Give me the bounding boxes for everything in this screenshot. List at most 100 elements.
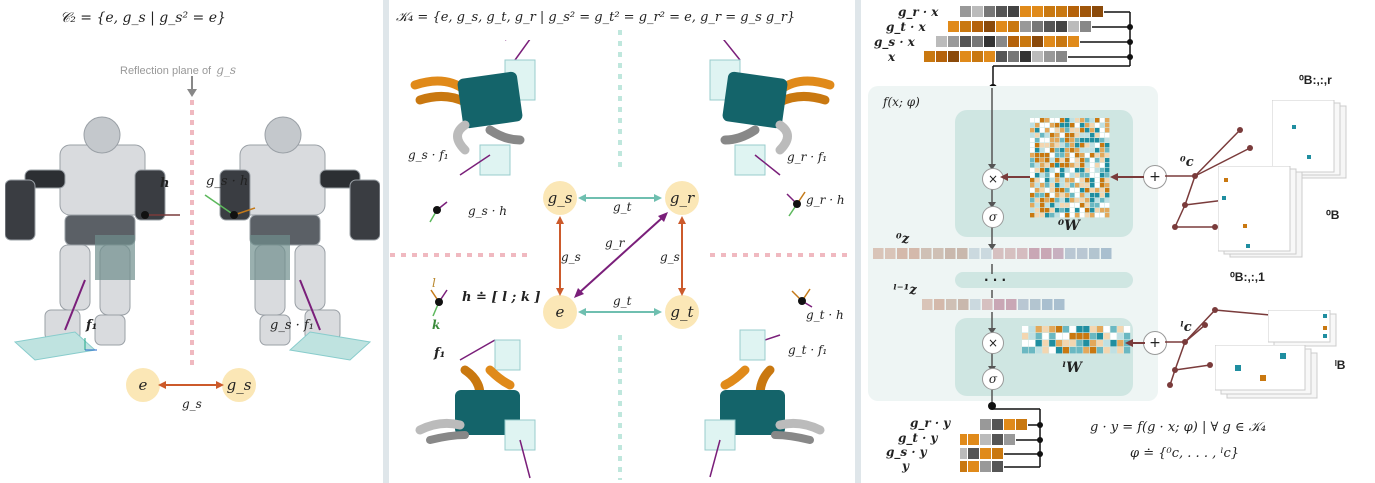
matrix-cell bbox=[1055, 148, 1060, 153]
matrix-cell bbox=[1040, 178, 1045, 183]
matrix-cell bbox=[1060, 213, 1065, 218]
label-h: h bbox=[160, 176, 170, 191]
matrix-cell bbox=[1075, 128, 1080, 133]
matrix-cell bbox=[1065, 153, 1070, 158]
vector-cell bbox=[957, 248, 968, 259]
vector-cell bbox=[897, 248, 908, 259]
matrix-cell bbox=[1105, 133, 1110, 138]
matrix-cell bbox=[1042, 326, 1049, 333]
matrix-cell bbox=[1060, 208, 1065, 213]
label-f1: f₁ bbox=[86, 318, 98, 333]
matrix-cell bbox=[1030, 158, 1035, 163]
matrix-cell bbox=[1028, 333, 1035, 340]
matrix-cell bbox=[1030, 193, 1035, 198]
matrix-cell bbox=[1085, 163, 1090, 168]
matrix-cell bbox=[1083, 326, 1090, 333]
z0-label: ⁰z bbox=[896, 232, 910, 247]
matrix-cell bbox=[1070, 178, 1075, 183]
matrix-cell bbox=[1105, 178, 1110, 183]
matrix-cell bbox=[1055, 163, 1060, 168]
matrix-cell bbox=[1076, 326, 1083, 333]
matrix-cell bbox=[1105, 213, 1110, 218]
matrix-cell bbox=[1070, 208, 1075, 213]
matrix-cell bbox=[1050, 173, 1055, 178]
frame-icon-gr-h bbox=[786, 191, 806, 217]
matrix-cell bbox=[1035, 173, 1040, 178]
vector-cell bbox=[933, 248, 944, 259]
node-gs-left: g_s bbox=[222, 368, 256, 402]
matrix-cell bbox=[1075, 118, 1080, 123]
matrix-cell bbox=[1100, 193, 1105, 198]
b0-mid-label: ⁰B bbox=[1326, 208, 1340, 222]
wl-label: ˡW bbox=[1062, 360, 1082, 376]
input-vectors bbox=[924, 6, 1133, 89]
matrix-cell bbox=[1050, 158, 1055, 163]
matrix-cell bbox=[1085, 183, 1090, 188]
matrix-cell bbox=[1060, 118, 1065, 123]
matrix-cell bbox=[1103, 326, 1110, 333]
matrix-cell bbox=[1040, 193, 1045, 198]
vector-cell bbox=[1017, 248, 1028, 259]
matrix-cell bbox=[1105, 123, 1110, 128]
matrix-cell bbox=[1085, 143, 1090, 148]
matrix-cell bbox=[1065, 213, 1070, 218]
matrix-cell bbox=[1095, 168, 1100, 173]
plus-op-l: + bbox=[1143, 331, 1167, 355]
dots-band bbox=[955, 272, 1133, 288]
matrix-cell bbox=[1040, 123, 1045, 128]
matrix-cell bbox=[1100, 213, 1105, 218]
vector-cell bbox=[1005, 248, 1016, 259]
matrix-cell bbox=[1050, 128, 1055, 133]
matrix-cell bbox=[1080, 158, 1085, 163]
matrix-cell bbox=[1080, 198, 1085, 203]
frame-icon-h bbox=[430, 289, 448, 317]
label-l: l bbox=[432, 276, 436, 290]
matrix-cell bbox=[1085, 118, 1090, 123]
matrix-cell bbox=[1056, 333, 1063, 340]
reflection-arrow-icon bbox=[187, 76, 197, 97]
matrix-cell bbox=[1042, 340, 1049, 347]
matrix-cell bbox=[1065, 123, 1070, 128]
plusl-arrow bbox=[1125, 339, 1145, 347]
matrix-cell bbox=[1035, 213, 1040, 218]
matrix-cell bbox=[1050, 203, 1055, 208]
node-e-left: e bbox=[126, 368, 160, 402]
matrix-cell bbox=[1100, 208, 1105, 213]
matrix-cell bbox=[1030, 148, 1035, 153]
matrix-cell bbox=[1075, 198, 1080, 203]
matrix-cell bbox=[1045, 193, 1050, 198]
matrix-cell bbox=[1022, 347, 1029, 354]
matrix-cell bbox=[1050, 153, 1055, 158]
matrix-cell bbox=[1105, 208, 1110, 213]
label-gs-f1-mid: g_s · f₁ bbox=[408, 148, 449, 162]
vector-cell bbox=[1006, 299, 1017, 310]
matrix-cell bbox=[1105, 128, 1110, 133]
label-gt-h-mid: g_t · h bbox=[806, 308, 844, 322]
matrix-cell bbox=[1075, 173, 1080, 178]
matrix-cell bbox=[1075, 208, 1080, 213]
matrix-cell bbox=[1035, 183, 1040, 188]
z0-vector bbox=[873, 248, 1112, 259]
equivariance-equation: g · y = f(g · x; φ) | ∀ g ∈ 𝒦₄ bbox=[1090, 420, 1266, 435]
matrix-cell bbox=[1060, 148, 1065, 153]
matrix-cell bbox=[1080, 173, 1085, 178]
matrix-cell bbox=[1100, 188, 1105, 193]
matrix-cell bbox=[1055, 173, 1060, 178]
matrix-cell bbox=[1090, 163, 1095, 168]
matrix-cell bbox=[1105, 158, 1110, 163]
matrix-cell bbox=[1022, 326, 1029, 333]
matrix-cell bbox=[1040, 118, 1045, 123]
label-gs-h-mid: g_s · h bbox=[468, 204, 508, 218]
matrix-cell bbox=[1100, 198, 1105, 203]
matrix-cell bbox=[1090, 198, 1095, 203]
matrix-cell bbox=[1070, 118, 1075, 123]
matrix-cell bbox=[1035, 333, 1042, 340]
matrix-cell bbox=[1080, 168, 1085, 173]
vector-cell bbox=[1089, 248, 1100, 259]
matrix-cell bbox=[1060, 158, 1065, 163]
matrix-cell bbox=[1040, 153, 1045, 158]
matrix-cell bbox=[1056, 326, 1063, 333]
matrix-cell bbox=[1070, 188, 1075, 193]
matrix-cell bbox=[1080, 143, 1085, 148]
matrix-cell bbox=[1117, 340, 1124, 347]
